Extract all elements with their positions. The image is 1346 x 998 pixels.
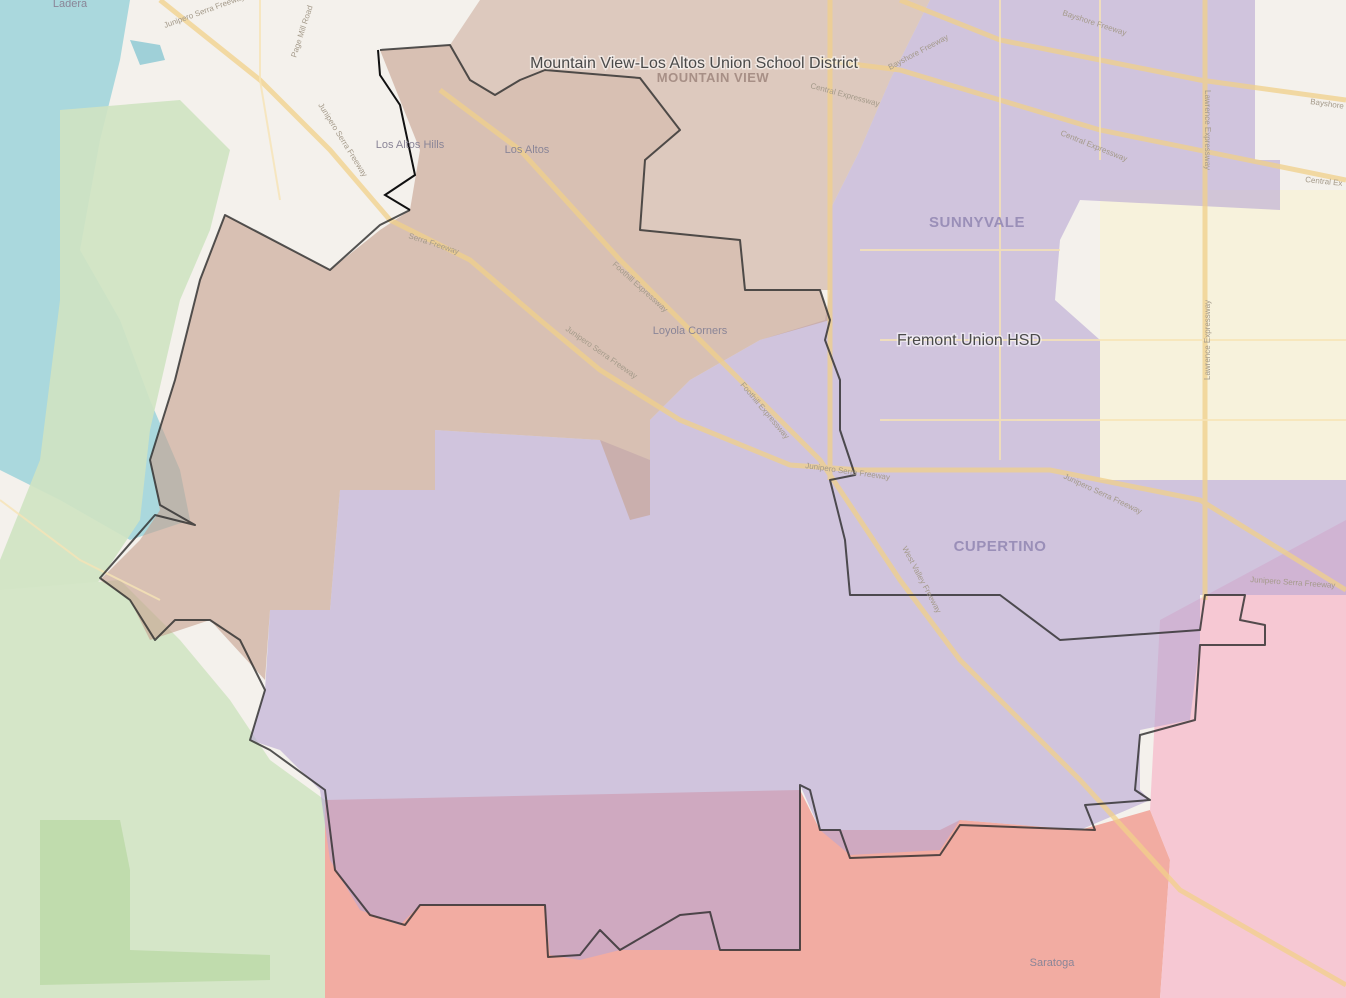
city-label-sunnyvale: SUNNYVALE xyxy=(929,214,1025,231)
fremont-union-hsd-area xyxy=(250,0,1346,960)
foothill-west-valley-line xyxy=(438,88,1346,988)
place-label-ladera: Ladera xyxy=(53,0,88,10)
district-boundary-outline xyxy=(99,44,1266,958)
place-label-los-altos-hills: Los Altos Hills xyxy=(376,139,445,151)
city-label-cupertino: CUPERTINO xyxy=(954,538,1047,555)
road-label-lawrence-north: Lawrence Expressway xyxy=(1203,300,1212,380)
open-space-preserve xyxy=(40,820,270,985)
road-label-lawrence-top: Lawrence Expressway xyxy=(1203,90,1212,170)
district-label-mountain-view-los-altos: Mountain View-Los Altos Union School Dis… xyxy=(530,55,858,72)
junipero-serra-freeway-line xyxy=(158,0,1346,593)
city-label-mountain-view: MOUNTAIN VIEW xyxy=(657,70,770,85)
lake-shape xyxy=(130,40,165,65)
district-label-fremont-union: Fremont Union HSD xyxy=(897,332,1041,349)
mountain-view-los-altos-district-area xyxy=(100,45,830,680)
place-label-saratoga: Saratoga xyxy=(1030,957,1076,969)
minor-roads xyxy=(0,0,1346,601)
road-label-central-ex: Central Ex xyxy=(1305,175,1343,188)
mountain-view-area xyxy=(450,0,930,290)
place-label-los-altos: Los Altos xyxy=(505,144,550,156)
vegetation-area xyxy=(0,100,230,720)
district-boundary-north xyxy=(377,49,417,211)
basemap-urban-area xyxy=(1100,190,1346,480)
place-label-loyola-corners: Loyola Corners xyxy=(653,325,728,337)
